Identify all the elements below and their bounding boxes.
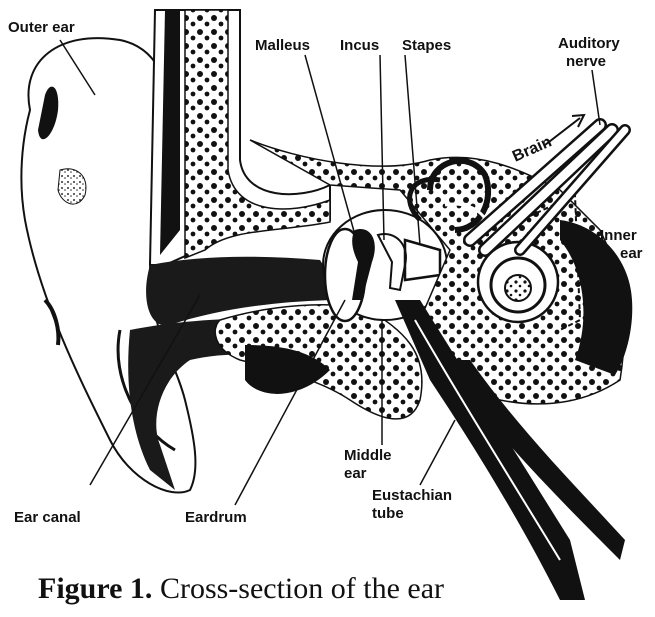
label-ear-canal: Ear canal: [14, 510, 81, 526]
label-incus: Incus: [340, 38, 379, 54]
figure-caption: Figure 1. Cross-section of the ear: [38, 572, 444, 606]
label-nerve: nerve: [566, 54, 606, 70]
label-malleus: Malleus: [255, 38, 310, 54]
label-tube: tube: [372, 506, 404, 522]
label-eardrum: Eardrum: [185, 510, 247, 526]
label-auditory: Auditory: [558, 36, 620, 52]
label-eustachian: Eustachian: [372, 488, 452, 504]
label-middle-ear: ear: [344, 466, 367, 482]
leader-auditory-nerve: [592, 70, 600, 125]
label-middle: Middle: [344, 448, 392, 464]
figure-caption-text: Cross-section of the ear: [160, 572, 444, 605]
label-inner: Inner: [600, 228, 637, 244]
label-stapes: Stapes: [402, 38, 451, 54]
cochlea-core: [505, 275, 531, 301]
label-outer-ear: Outer ear: [8, 20, 75, 36]
label-inner-ear: ear: [620, 246, 643, 262]
leader-eustachian: [420, 420, 455, 485]
figure-number: Figure 1.: [38, 572, 152, 605]
